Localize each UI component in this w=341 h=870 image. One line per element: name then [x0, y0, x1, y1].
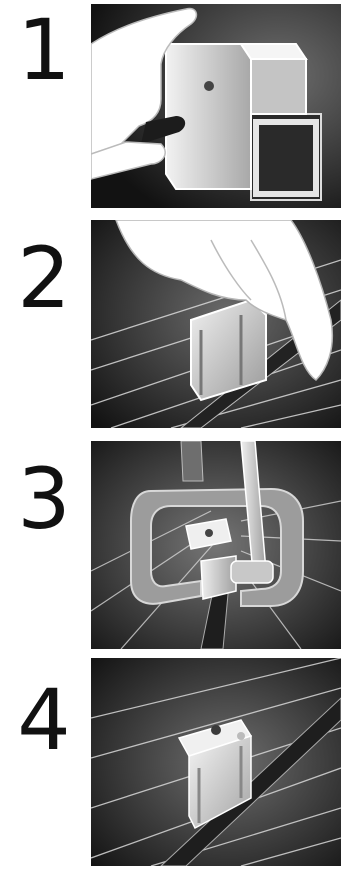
step-number: 4	[0, 678, 88, 762]
step-1: 1	[0, 0, 341, 212]
step-4-illustration	[91, 658, 341, 866]
step-3-illustration	[91, 441, 341, 649]
step-2: 2	[0, 218, 341, 432]
step-3: 3	[0, 437, 341, 651]
clamp-installed-on-rail-icon	[91, 658, 341, 866]
step-4: 4	[0, 656, 341, 870]
step-number: 2	[0, 236, 88, 320]
step-number: 1	[0, 8, 88, 92]
hand-pressing-clamp-onto-rail-icon	[91, 220, 341, 428]
step-1-illustration	[91, 4, 341, 208]
hand-attaching-clamp-to-rail-icon	[91, 4, 341, 208]
step-2-illustration	[91, 220, 341, 428]
step-number: 3	[0, 457, 88, 541]
tool-tightening-clamp-icon	[91, 441, 341, 649]
